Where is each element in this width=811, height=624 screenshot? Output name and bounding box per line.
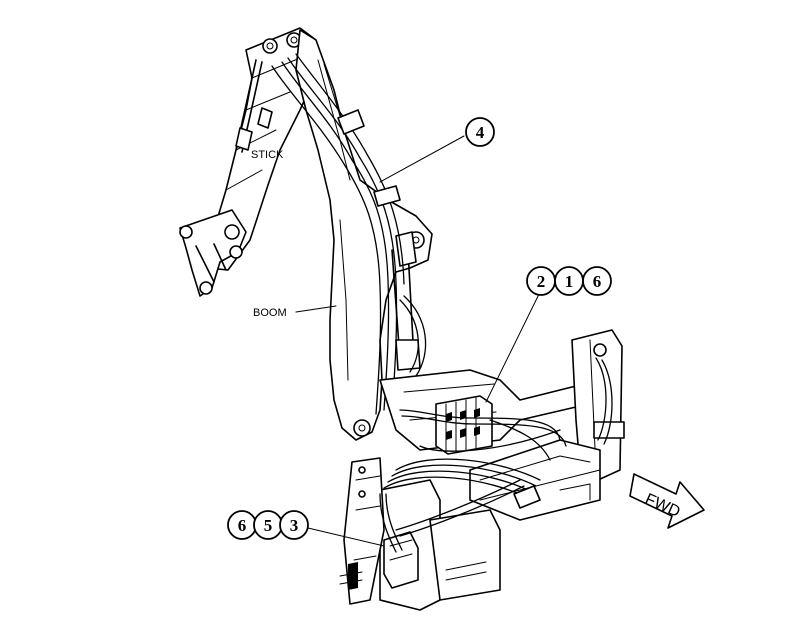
- callout-number: 1: [565, 272, 574, 291]
- boom-assembly: [271, 29, 433, 441]
- forward-arrow: FWD: [629, 473, 705, 529]
- callout-number: 3: [290, 516, 299, 535]
- boom-label: BOOM: [253, 307, 287, 319]
- stick-assembly: [179, 27, 319, 297]
- callout-group-middle: 2 1 6: [526, 266, 612, 296]
- callout-group-bottom: 6 5 3: [227, 510, 309, 540]
- callout-216-leader: [485, 289, 542, 403]
- stick-label: STICK: [251, 149, 284, 161]
- callout-number: 6: [593, 272, 602, 291]
- callout-group-top: 4: [465, 117, 495, 147]
- callout-number: 6: [238, 516, 247, 535]
- callout-653-leader: [307, 527, 385, 547]
- callout-circle: [465, 117, 495, 147]
- callout-number: 5: [264, 516, 273, 535]
- callout-number: 4: [476, 123, 485, 142]
- callout-4-leader: [379, 135, 465, 183]
- hose-routing: [379, 409, 567, 553]
- swing-frame: [339, 329, 625, 611]
- callout-number: 2: [537, 272, 546, 291]
- control-valve: [435, 395, 493, 455]
- boom-leader: [295, 305, 337, 313]
